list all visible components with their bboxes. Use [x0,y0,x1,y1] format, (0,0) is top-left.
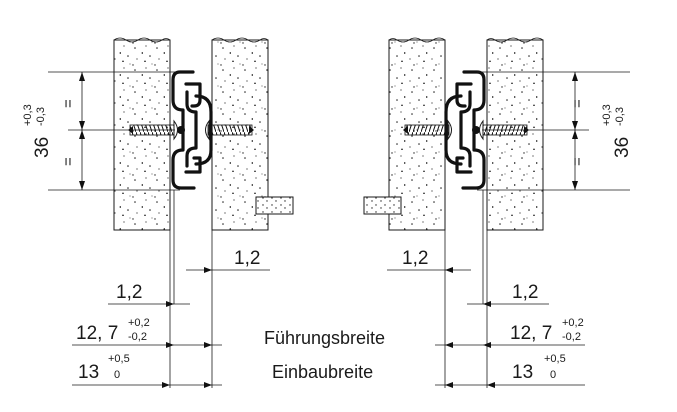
left-height-tol-lower: -0,3 [35,107,47,126]
right-drawer-bottom [363,196,402,215]
left-install-width-value: 13 [78,362,99,383]
left-equal-mark-bottom: = [60,157,77,166]
left-install-tol-lower: 0 [114,369,120,381]
left-assembly: 36 +0,3 -0,3 = = 1,2 1,2 12, 7 +0,2 [22,37,294,388]
left-gap-left-value: 1,2 [116,282,142,303]
left-guide-width-value: 12, 7 [76,323,118,344]
right-height-value: 36 [612,137,633,158]
left-height-tol-upper: +0,3 [22,104,34,126]
left-guide-tol-lower: -0,2 [128,331,147,343]
left-height-value: 36 [32,137,53,158]
right-install-tol-lower: 0 [550,369,556,381]
install-width-label: Einbaubreite [272,362,373,382]
right-equal-mark-top: = [569,99,586,108]
right-equal-mark-bottom: = [569,157,586,166]
right-screw-drawer [403,119,452,141]
left-width-dimensions: 1,2 1,2 12, 7 +0,2 -0,2 13 +0,5 0 [72,190,270,388]
right-assembly [363,37,630,388]
right-install-tol-upper: +0,5 [544,353,566,365]
right-gap-left-value: 1,2 [402,248,428,269]
right-guide-width-value: 12, 7 [510,323,552,344]
right-guide-tol-upper: +0,2 [562,317,584,329]
right-height-tol-lower: -0,3 [614,107,626,126]
right-height-dimension-lines [477,71,630,191]
right-dimension-texts: 36 +0,3 -0,3 = = 1,2 1,2 12, 7 +0,2 -0,2… [402,99,633,383]
left-install-tol-upper: +0,5 [108,353,130,365]
right-install-width-value: 13 [512,362,533,383]
left-height-dimension: 36 +0,3 -0,3 = = [22,71,180,191]
right-gap-right-value: 1,2 [512,282,538,303]
right-guide-tol-lower: -0,2 [562,331,581,343]
left-guide-tol-upper: +0,2 [128,317,150,329]
left-equal-mark-top: = [60,99,77,108]
guide-width-label: Führungsbreite [264,328,385,348]
right-height-tol-upper: +0,3 [601,104,613,126]
right-width-dimension-lines [387,190,585,388]
left-drawer-bottom [255,196,294,215]
left-gap-right-value: 1,2 [234,248,260,269]
left-screw-drawer [205,119,254,141]
